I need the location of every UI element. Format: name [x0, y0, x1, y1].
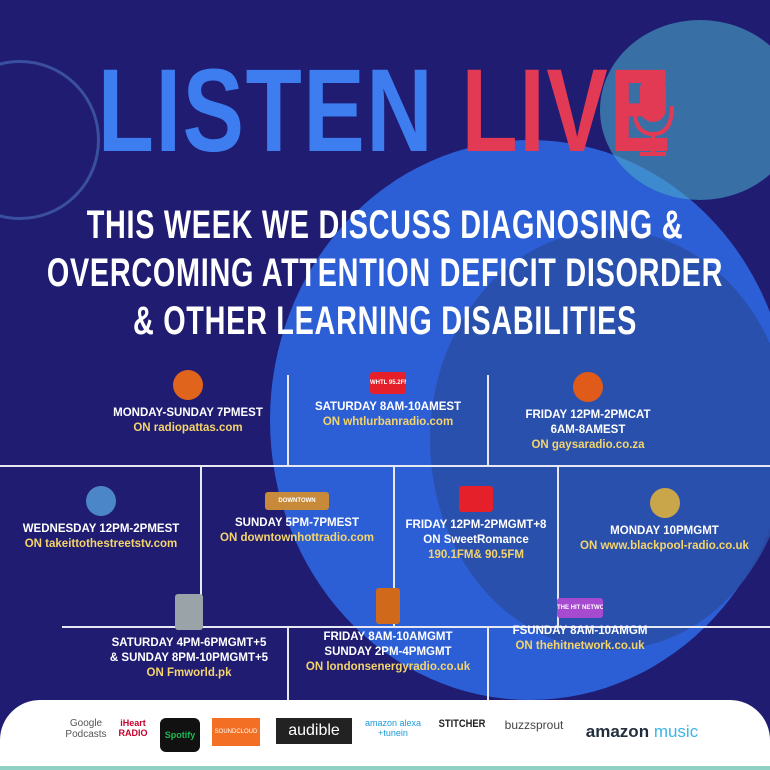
- platform-label: Podcasts: [65, 729, 107, 740]
- divider: [0, 465, 770, 467]
- station-logo-icon: [173, 370, 203, 400]
- platform-label: STITCHER: [438, 718, 486, 730]
- station-link[interactable]: ON downtownhottradio.com: [220, 532, 374, 544]
- schedule-time: SUNDAY 2PM-4PMGMT: [324, 646, 452, 658]
- schedule-cell: FRIDAY 12PM-2PMGMT+8 ON SweetRomance 190.1…: [396, 486, 556, 563]
- schedule-cell: THE HIT NETWORK FSUNDAY 8AM-10AMGM ON theh…: [490, 598, 670, 654]
- station-link[interactable]: ON Fmworld.pk: [146, 667, 232, 679]
- station-link[interactable]: ON www.blackpool-radio.co.uk: [580, 540, 749, 552]
- schedule-time: 6AM-8AMEST: [550, 424, 626, 436]
- schedule-time: SATURDAY 8AM-10AMEST: [314, 401, 462, 413]
- platform-amazon-music[interactable]: amazon music: [580, 722, 704, 742]
- station-logo-icon: [175, 594, 203, 630]
- station-logo-icon: [649, 488, 680, 518]
- schedule-time: WEDNESDAY 12PM-2PMEST: [22, 523, 180, 535]
- schedule-cell: FRIDAY 8AM-10AMGMT SUNDAY 2PM-4PMGMT ON lo…: [290, 588, 486, 675]
- station-logo-icon: [459, 486, 493, 512]
- schedule-cell: FRIDAY 12PM-2PMCAT 6AM-8AMEST ON gaysaradi…: [490, 372, 686, 453]
- schedule-time: FRIDAY 8AM-10AMGMT: [323, 631, 453, 643]
- schedule-cell: SATURDAY 4PM-6PMGMT+5 & SUNDAY 8PM-10PMGM…: [92, 594, 286, 681]
- divider: [557, 466, 559, 626]
- divider: [487, 627, 489, 700]
- platform-soundcloud[interactable]: SOUNDCLOUD: [212, 718, 260, 746]
- platform-label: +tunein: [378, 728, 408, 738]
- divider: [200, 466, 202, 626]
- schedule-time: FSUNDAY 8AM-10AMGM: [512, 625, 648, 637]
- schedule-time: FRIDAY 12PM-2PMCAT: [525, 409, 651, 421]
- schedule-time: MONDAY-SUNDAY 7PMEST: [113, 407, 263, 419]
- station-link[interactable]: ON radiopattas.com: [133, 422, 243, 434]
- station-logo-icon: [376, 588, 400, 624]
- listen-live-title: LISTEN LIVE: [98, 52, 673, 170]
- photo-blob: [430, 230, 770, 650]
- subtitle-line-3: & OTHER LEARNING DISABILITIES: [132, 299, 638, 343]
- platform-label: buzzsprout: [504, 718, 564, 732]
- station-link[interactable]: ON whtlurbanradio.com: [322, 416, 454, 428]
- station-logo-icon: [573, 372, 603, 402]
- divider: [287, 627, 289, 700]
- schedule-time: SATURDAY 4PM-6PMGMT+5: [111, 637, 267, 649]
- schedule-cell: WEDNESDAY 12PM-2PMEST ON takeittothestree…: [3, 486, 199, 552]
- platform-stitcher[interactable]: STITCHER: [438, 718, 486, 730]
- platform-buzzsprout[interactable]: buzzsprout: [496, 718, 572, 732]
- platform-amazon-alexa-tunein[interactable]: amazon alexa+tunein: [364, 718, 422, 738]
- schedule-time: MONDAY 10PMGMT: [610, 525, 719, 537]
- platform-audible[interactable]: audible: [276, 718, 352, 744]
- platform-label: Google: [69, 718, 103, 729]
- platform-label: amazon alexa: [364, 718, 422, 728]
- schedule-cell: MONDAY-SUNDAY 7PMEST ON radiopattas.com: [90, 370, 286, 436]
- station-link[interactable]: 190.1FM& 90.5FM: [428, 549, 524, 561]
- station-link[interactable]: ON londonsenergyradio.co.uk: [305, 661, 471, 673]
- station-logo-icon: [86, 486, 116, 516]
- station-logo-icon: DOWNTOWN: [265, 492, 329, 510]
- divider: [393, 466, 395, 626]
- divider: [287, 375, 289, 466]
- platform-spotify[interactable]: Spotify: [160, 718, 200, 752]
- schedule-time: FRIDAY 12PM-2PMGMT+8: [405, 519, 547, 531]
- magnifier-decoration: [0, 60, 100, 220]
- platform-label: amazon: [585, 722, 650, 741]
- microphone-icon: [632, 76, 674, 156]
- title-listen: LISTEN: [97, 45, 435, 177]
- station-logo-icon: WHTL 95.2FM: [370, 372, 406, 394]
- subtitle-line-2: OVERCOMING ATTENTION DEFICIT DISORDER: [46, 251, 724, 295]
- schedule-time: ON SweetRomance: [423, 534, 529, 546]
- schedule-cell: DOWNTOWN SUNDAY 5PM-7PMEST ON downtownhott…: [202, 492, 392, 546]
- divider: [62, 626, 770, 628]
- station-logo-icon: THE HIT NETWORK: [557, 598, 603, 618]
- platform-label: Spotify: [164, 730, 196, 740]
- platform-label: iHeart: [120, 718, 146, 728]
- station-link[interactable]: ON gaysaradio.co.za: [531, 439, 645, 451]
- teal-blob: [600, 20, 770, 200]
- schedule-time: SUNDAY 5PM-7PMEST: [235, 517, 359, 529]
- platform-label: SOUNDCLOUD: [214, 729, 258, 735]
- subtitle-line-1: THIS WEEK WE DISCUSS DIAGNOSING &: [86, 203, 684, 247]
- station-link[interactable]: ON takeittothestreetstv.com: [24, 538, 178, 550]
- platform-label: audible: [288, 722, 340, 739]
- schedule-time: & SUNDAY 8PM-10PMGMT+5: [109, 652, 269, 664]
- divider: [487, 375, 489, 466]
- schedule-cell: MONDAY 10PMGMT ON www.blackpool-radio.co.…: [559, 488, 770, 554]
- schedule-cell: WHTL 95.2FM SATURDAY 8AM-10AMEST ON whtlur…: [290, 372, 486, 430]
- platform-label: music: [653, 722, 699, 741]
- platform-label: RADIO: [118, 728, 148, 738]
- station-link[interactable]: ON thehitnetwork.co.uk: [515, 640, 645, 652]
